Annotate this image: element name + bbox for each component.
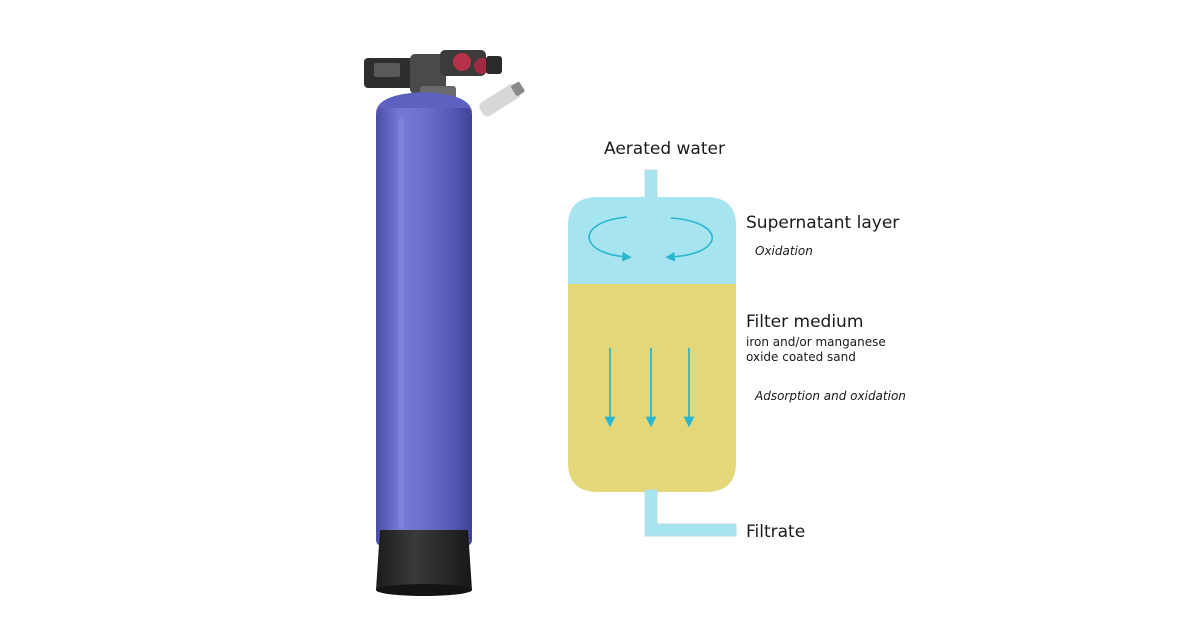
inlet-pipe xyxy=(644,169,658,198)
control-valve-head xyxy=(364,50,525,117)
circular-flow-arrows-icon xyxy=(588,216,713,262)
medium-description-line2: oxide coated sand xyxy=(746,350,856,364)
medium-description-line1: iron and/or manganese xyxy=(746,335,886,349)
filter-medium-zone xyxy=(568,284,736,492)
supernatant-label: Supernatant layer xyxy=(746,213,900,233)
outlet-pipe xyxy=(644,489,737,537)
outlet-label: Filtrate xyxy=(746,522,806,542)
supernatant-process-label: Oxidation xyxy=(755,244,813,258)
water-filter-tank-icon xyxy=(364,50,525,596)
inlet-label: Aerated water xyxy=(604,139,725,159)
medium-label: Filter medium xyxy=(746,312,864,332)
supernatant-zone xyxy=(568,197,736,285)
tank-base xyxy=(376,530,472,594)
tank-body xyxy=(376,108,472,546)
medium-process-label: Adsorption and oxidation xyxy=(755,389,906,403)
filter-vessel xyxy=(568,169,737,537)
